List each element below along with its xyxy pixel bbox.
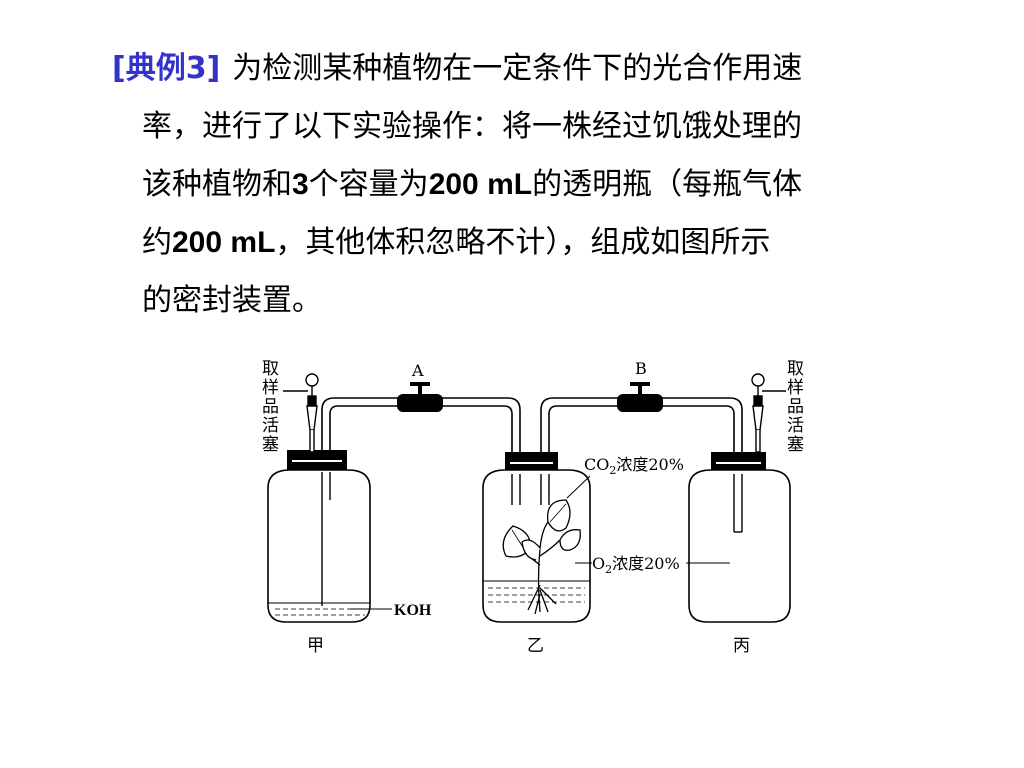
problem-text: [典例3] 为检测某种植物在一定条件下的光合作用速 率，进行了以下实验操作：将一株… [112,40,912,330]
nutrient-solution [483,580,590,603]
co2-leader-line [566,475,591,499]
sampling-valve-left-label: 取 样 品 活 塞 [262,359,279,455]
valve-a-icon [397,382,443,412]
o2-prefix: O [592,554,605,573]
label-char: 品 [787,397,804,417]
bottle-jia [267,450,371,623]
valve-b-icon [617,382,663,412]
gas-volume: 200 mL [172,226,276,259]
problem-line-1: [典例3] 为检测某种植物在一定条件下的光合作用速 [112,40,912,98]
bottle-yi-label: 乙 [527,636,544,656]
valve-b-label: B [635,359,647,378]
label-char: 活 [262,416,279,436]
text-segment: ，其他体积忽略不计），组成如图所示 [275,225,771,260]
label-char: 品 [262,397,279,417]
bottle-count: 3 [292,168,309,201]
label-char: 样 [262,378,279,398]
o2-subscript: 2 [605,563,612,576]
sampling-valve-left-icon [283,373,319,453]
problem-line-2: 率，进行了以下实验操作：将一株经过饥饿处理的 [142,109,802,144]
plant-icon [502,499,581,615]
text-segment: 的透明瓶（每瓶气体 [532,167,803,202]
sampling-valve-right-icon [751,373,786,453]
bottle-bing-label: 丙 [733,636,750,656]
problem-line-5: 的密封装置。 [142,283,322,318]
label-char: 取 [262,359,279,379]
co2-label: CO2浓度20% [584,455,684,477]
co2-subscript: 2 [609,464,616,477]
problem-line-4: 约200 mL，其他体积忽略不计），组成如图所示 [112,214,912,272]
label-char: 活 [787,416,804,436]
text-segment: 约 [142,225,172,260]
label-char: 塞 [262,435,279,455]
co2-prefix: CO [584,455,609,474]
co2-suffix: 浓度20% [616,455,684,474]
valve-a-label: A [411,361,424,380]
label-char: 塞 [787,435,804,455]
label-char: 取 [787,359,804,379]
problem-line-3: 该种植物和3个容量为200 mL的透明瓶（每瓶气体 [112,156,912,214]
sampling-valve-right-label: 取 样 品 活 塞 [787,359,804,455]
example-tag: [典例3] [112,51,221,86]
o2-label: O2浓度20% [592,554,680,576]
bottle-jia-label: 甲 [307,636,324,656]
bottle-volume: 200 mL [428,168,533,201]
text-segment: 个容量为 [308,167,429,202]
problem-line-1-text: 为检测某种植物在一定条件下的光合作用速 [232,51,803,86]
o2-suffix: 浓度20% [612,554,680,573]
bottle-bing [688,452,791,623]
text-segment: 该种植物和 [142,167,292,202]
label-char: 样 [787,378,804,398]
bottle-yi [482,452,591,623]
koh-label: KOH [394,602,432,619]
